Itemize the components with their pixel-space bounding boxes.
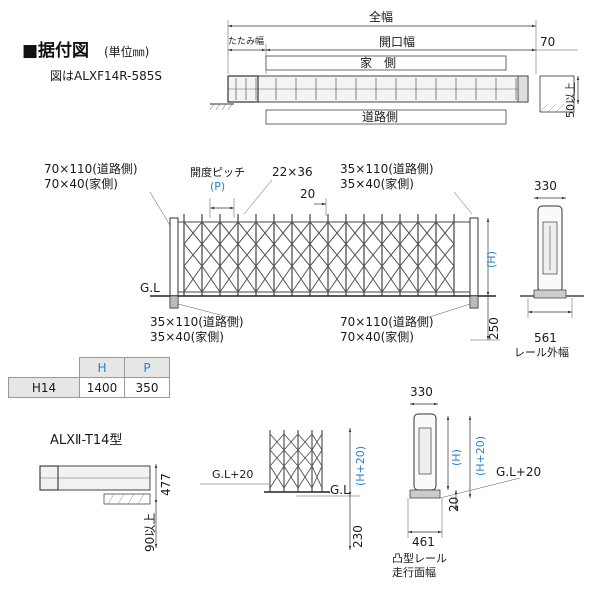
right-post-label-1: 35×110(道路側) — [340, 161, 434, 176]
bottom-left-post-label-1: 35×110(道路側) — [150, 314, 244, 329]
gl-label: G.L — [140, 281, 160, 295]
spec-table-header: H P — [8, 357, 170, 378]
type-front-view: G.L+20 G.L (H+20) 230 — [200, 428, 367, 550]
pitch-label: 開度ピッチ — [190, 165, 245, 179]
type-label: ALXⅡ-T14型 — [50, 433, 122, 448]
type-dim-20-label: 20 — [447, 497, 461, 512]
side-dim-561-label: 561 — [534, 331, 557, 345]
gl-plus-20-right-label: G.L+20 — [496, 465, 541, 479]
left-post-label-1: 70×110(道路側) — [44, 161, 138, 176]
bottom-right-post-label-1: 70×110(道路側) — [340, 314, 434, 329]
dim-90-over-label: 90以上 — [143, 513, 157, 552]
front-view: 70×110(道路側) 70×40(家側) 開度ピッチ (P) 22×36 35… — [44, 161, 501, 344]
type-gl-label: G.L — [330, 483, 350, 497]
left-post-label-2: 70×40(家側) — [44, 176, 118, 191]
gl-plus-20-label: G.L+20 — [212, 468, 253, 481]
spec-h-cell: 1400 — [79, 377, 125, 398]
folded-width-label: たたみ幅 — [228, 35, 264, 47]
dim-h-label: (H) — [485, 251, 498, 268]
bottom-left-post-label-2: 35×40(家側) — [150, 329, 224, 344]
right-post-label-2: 35×40(家側) — [340, 176, 414, 191]
side-view: 330 561 レール外幅 — [514, 179, 584, 359]
bottom-right-post-label-2: 70×40(家側) — [340, 329, 414, 344]
type-plan-view: 477 90以上 — [39, 464, 173, 552]
dim-250-label: 250 — [487, 317, 501, 340]
rail-label: 凸型レール — [392, 551, 447, 565]
dim-461-label: 461 — [412, 535, 435, 549]
house-side-label: 家 側 — [360, 55, 396, 70]
dim-70-label: 70 — [540, 35, 555, 49]
dim-230-label: 230 — [351, 525, 365, 548]
type-dim-330-label: 330 — [410, 385, 433, 399]
spec-header-blank — [8, 357, 80, 378]
type-dim-h-plus-20-label: (H+20) — [474, 436, 487, 476]
spec-p-cell: 350 — [124, 377, 170, 398]
dim-477-label: 477 — [159, 473, 173, 496]
spec-header-p: P — [124, 357, 170, 378]
dim-22x36-label: 22×36 — [272, 165, 313, 179]
type-dim-h-label: (H) — [450, 449, 463, 466]
rail-width-label: レール外幅 — [514, 346, 569, 359]
table-row: H14 1400 350 — [8, 377, 170, 398]
opening-width-label: 開口幅 — [379, 34, 415, 49]
side-dim-330-label: 330 — [534, 179, 557, 193]
rail-surface-label: 走行面幅 — [392, 566, 436, 579]
unit-label: (単位㎜) — [104, 44, 149, 59]
dim-h-plus-20-label: (H+20) — [354, 446, 367, 486]
overall-width-label: 全幅 — [369, 9, 393, 24]
page-title: ■据付図 — [22, 40, 89, 61]
spec-model-cell: H14 — [8, 377, 80, 398]
top-view: 全幅 たたみ幅 開口幅 70 家 側 — [209, 9, 580, 125]
road-side-label: 道路側 — [362, 109, 398, 124]
spec-header-h: H — [79, 357, 125, 378]
dim-20-label: 20 — [300, 187, 315, 201]
dim-50-over-label: 50以上 — [564, 82, 577, 118]
figure-note: 図はALXF14R-585S — [50, 69, 162, 83]
pitch-symbol: (P) — [210, 180, 225, 193]
type-side-view: 330 (H) (H+20) G.L+20 20 461 凸型レール 走行面幅 — [392, 385, 541, 579]
spec-table: H P H14 1400 350 — [8, 357, 170, 398]
